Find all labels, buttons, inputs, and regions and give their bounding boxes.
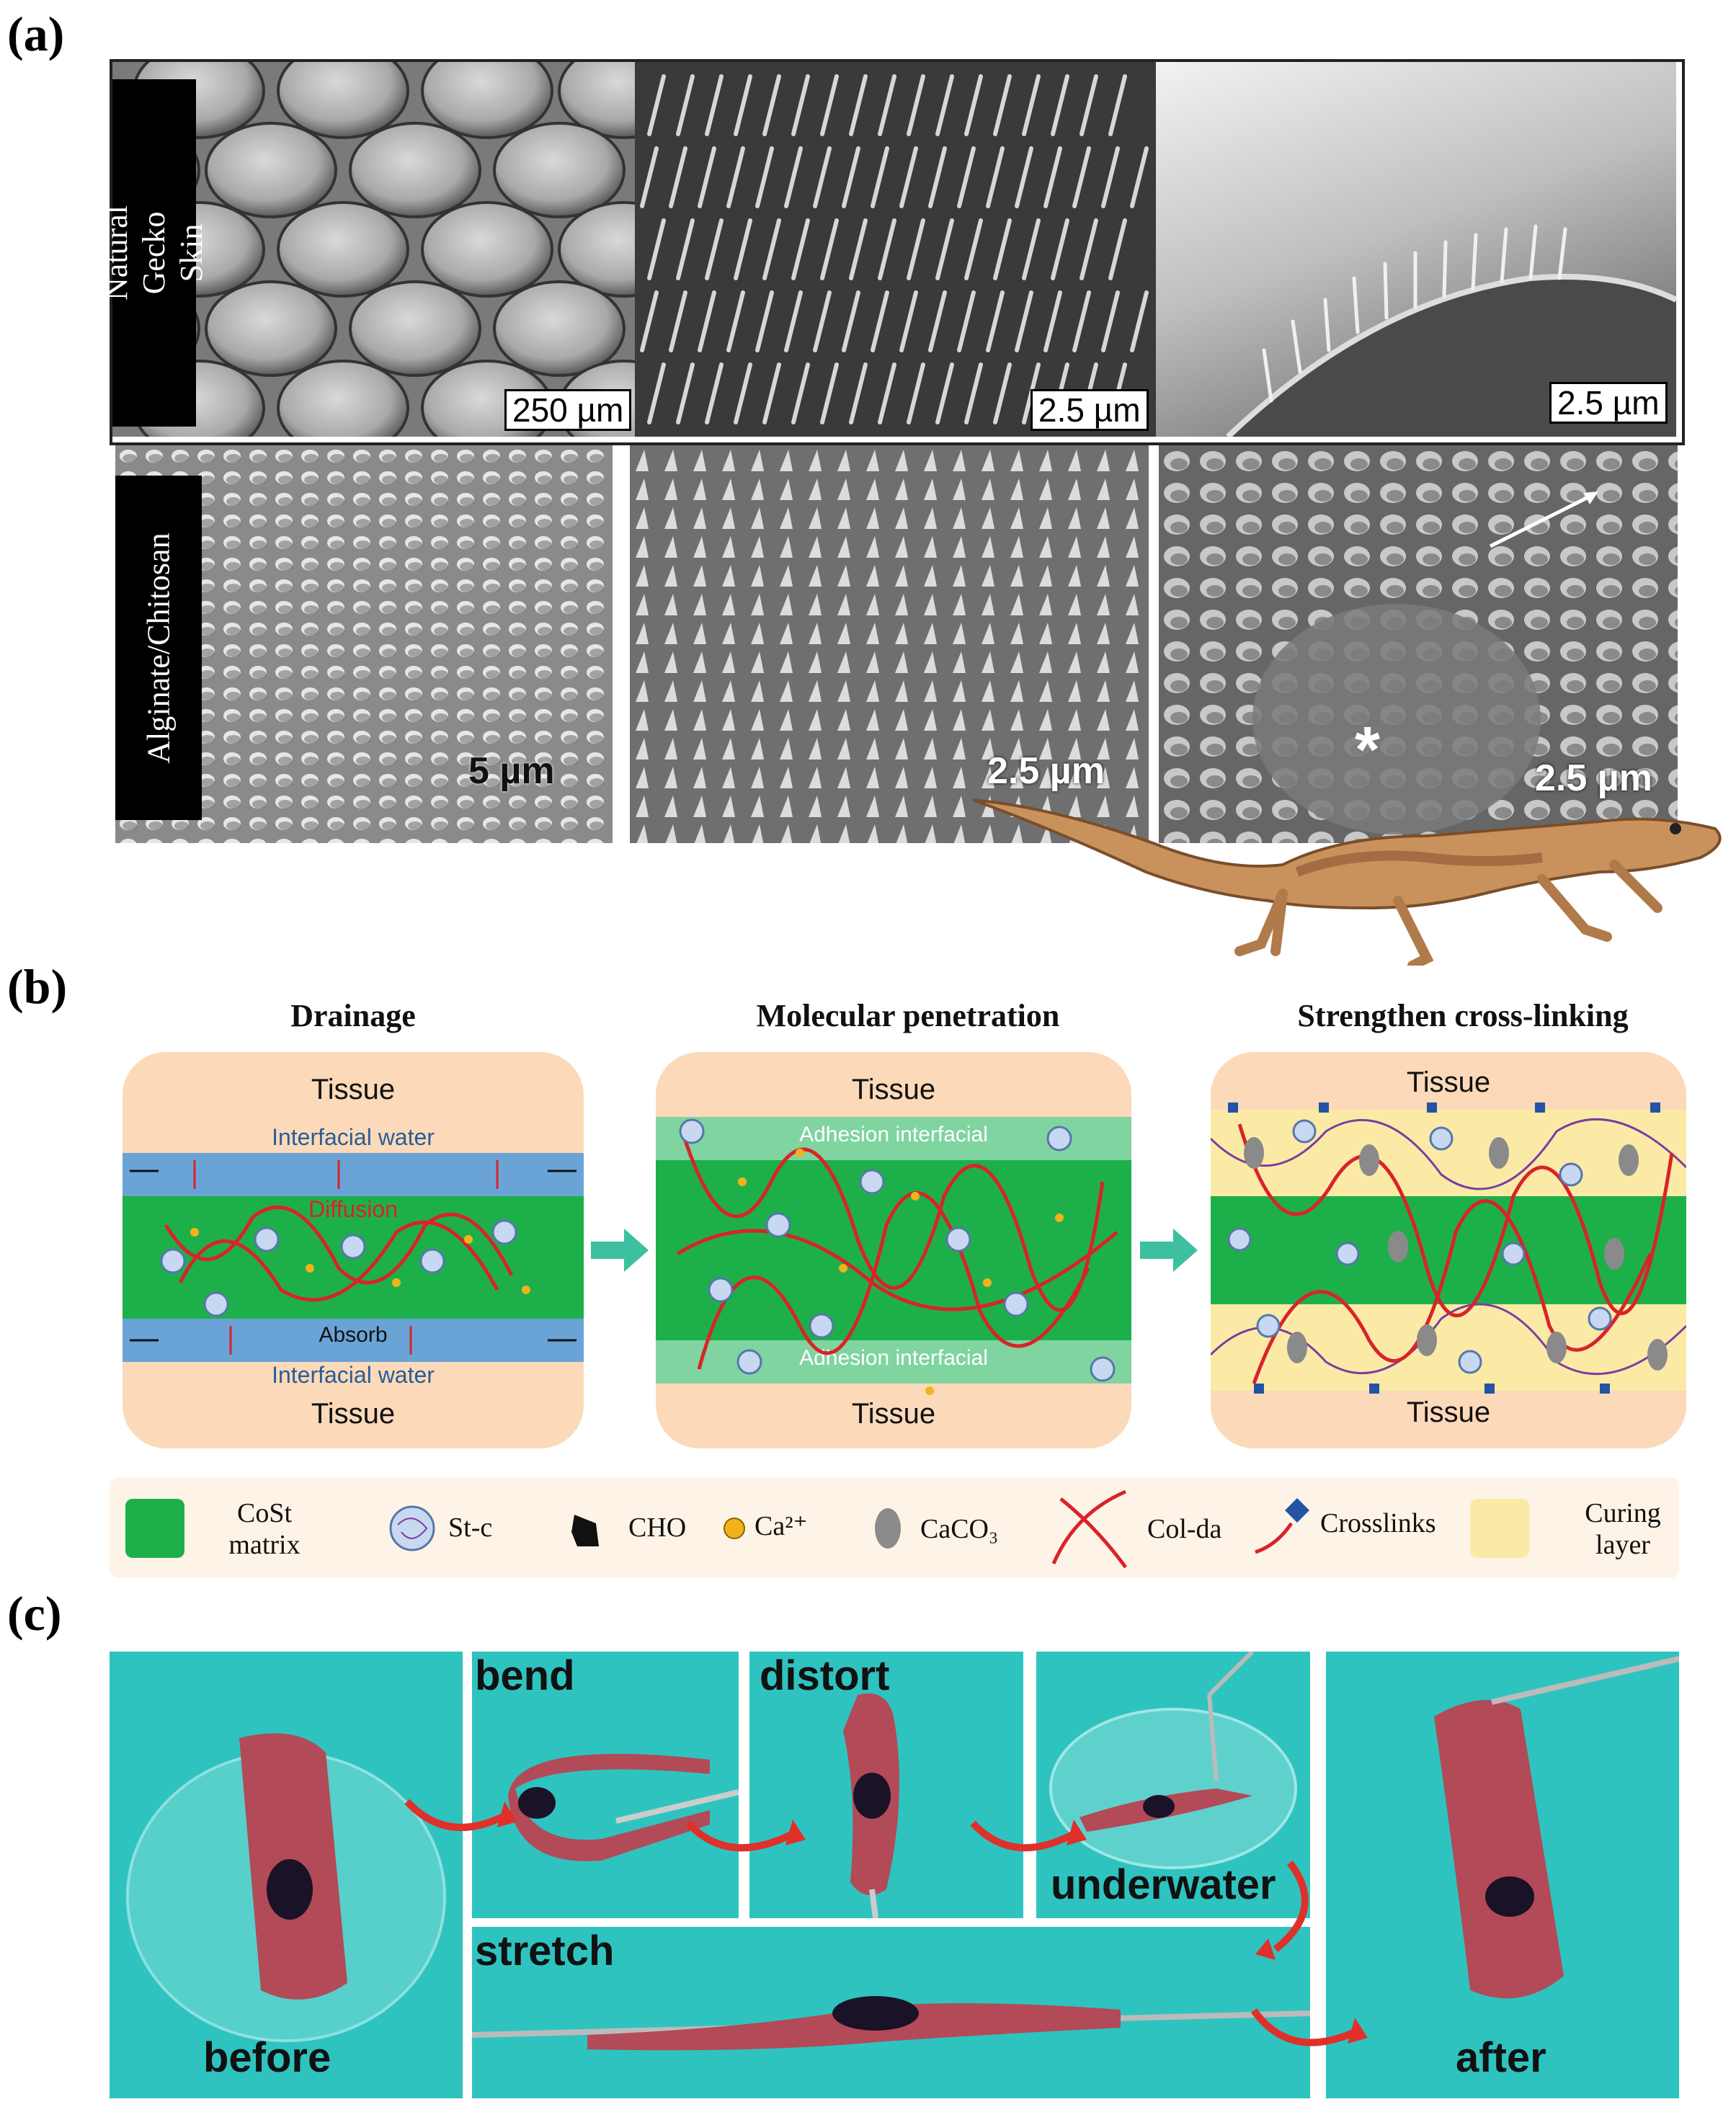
asterisk-marker: *: [1355, 714, 1381, 786]
adhesion-interfacial-bottom-label: Adhesion interfacial: [799, 1346, 988, 1370]
panel-c-letter: (c): [7, 1586, 62, 1641]
label-distort: distort: [760, 1652, 890, 1699]
photo-after: after: [1326, 1652, 1679, 2098]
legend-label-caco3: CaCO₃: [920, 1514, 999, 1544]
tissue-label-top: Tissue: [1406, 1066, 1491, 1098]
gecko-image: [966, 764, 1730, 971]
sem-alginate-chitosan-surface: [1159, 445, 1678, 843]
scale-bar: 250 µm: [504, 389, 632, 431]
sem-gecko-setae: [635, 62, 1156, 437]
step-title-drainage: Drainage: [290, 998, 416, 1033]
tissue-label-bottom: Tissue: [851, 1398, 936, 1430]
legend-label-cho: CHO: [628, 1513, 687, 1543]
legend-icon-crosslinks: [1255, 1498, 1309, 1554]
pointer-arrow: [1489, 494, 1593, 548]
tissue-label-top: Tissue: [851, 1074, 936, 1105]
diffusion-label: Diffusion: [308, 1196, 398, 1222]
tissue-sample-bend: [508, 1753, 739, 1861]
tissue-sample-after: [1434, 1656, 1679, 1999]
adhesion-interfacial-bottom: [656, 1340, 1131, 1384]
panel-b-letter: (b): [7, 959, 68, 1014]
step-title-strengthen-cross-linking: Strengthen cross-linking: [1297, 998, 1629, 1033]
legend-swatch-curing-layer: [1470, 1499, 1529, 1558]
scale-bar: 2.5 µm: [1549, 382, 1668, 424]
step-title-molecular-penetration: Molecular penetration: [756, 998, 1060, 1033]
scale-bar: 2.5 µm: [987, 750, 1105, 792]
gecko-drawing: [972, 798, 1722, 971]
legend-icon-col-da: [1051, 1489, 1128, 1569]
costs-matrix-band: [656, 1160, 1131, 1340]
legend-icon-st-c: [389, 1505, 435, 1551]
sem-alginate-chitosan-setae: [630, 445, 1149, 843]
sem-gecko-cross-section: [1156, 62, 1676, 437]
cross-section-texture: [1226, 224, 1676, 437]
legend-label-ca2: Ca²⁺: [755, 1511, 808, 1541]
crosslink-overlay: [1211, 1102, 1686, 1394]
label-bend: bend: [475, 1652, 575, 1699]
tissue-sample-before: [126, 1733, 446, 2042]
legend: CoSt matrix St-c CHO Ca²⁺ CaCO₃ Col-da C…: [110, 1477, 1679, 1578]
row-label-alginate-chitosan: Alginate/Chitosan: [115, 476, 202, 820]
scale-bar: 2.5 µm: [1031, 389, 1149, 431]
adhesion-interfacial-top-label: Adhesion interfacial: [799, 1123, 988, 1146]
penetration-overlay: [676, 1118, 1118, 1395]
tissue-sample-underwater: [1049, 1652, 1297, 1869]
legend-label-costs-matrix: CoSt matrix: [228, 1498, 301, 1560]
tissue-sample-stretch: [472, 1996, 1310, 2051]
legend-icon-ca2: [724, 1518, 745, 1539]
tissue-label-bottom: Tissue: [311, 1398, 396, 1430]
photo-stretch: stretch: [472, 1927, 1310, 2098]
setae-replica-texture: [630, 445, 1149, 843]
photo-underwater: underwater: [1036, 1652, 1310, 1918]
molecular-penetration-diagram: Tissue Adhesion interfacial Adhesion int…: [656, 1052, 1131, 1448]
legend-icon-cho: [571, 1515, 599, 1546]
label-stretch: stretch: [475, 1928, 615, 1974]
interfacial-water-bottom-label: Interfacial water: [272, 1362, 435, 1388]
scale-bar: 2.5 µm: [1535, 757, 1652, 799]
gecko-sem-row: [110, 59, 1685, 445]
tissue-label-top: Tissue: [311, 1074, 396, 1105]
photo-bend: bend: [472, 1652, 739, 1918]
tissue-sample-distort: [843, 1693, 899, 1918]
label-before: before: [203, 2034, 331, 2081]
curing-layer-top: [1211, 1110, 1686, 1196]
scale-bar: 5 µm: [468, 750, 555, 792]
row-label-natural-gecko-skin: Natural Gecko Skin: [99, 79, 209, 427]
drainage-overlay: [130, 1160, 577, 1355]
legend-label-curing-layer: Curing layer: [1585, 1498, 1661, 1560]
label-underwater: underwater: [1051, 1861, 1276, 1908]
setae-texture: [640, 74, 1149, 424]
legend-icon-caco3: [875, 1508, 901, 1549]
legend-label-col-da: Col-da: [1147, 1514, 1222, 1544]
strengthen-cross-linking-diagram: Tissue Tissue: [1211, 1052, 1686, 1448]
photo-distort: distort: [749, 1652, 1023, 1918]
step-arrow-1: [591, 1229, 649, 1272]
surface-texture: [1159, 445, 1678, 843]
panel-a-letter: (a): [7, 6, 65, 61]
drainage-diagram: Tissue Interfacial water Diffusion Absor…: [123, 1052, 584, 1448]
tissue-label-bottom: Tissue: [1406, 1396, 1491, 1428]
legend-label-crosslinks: Crosslinks: [1320, 1508, 1436, 1538]
photo-before: before: [110, 1652, 463, 2098]
legend-swatch-costs-matrix: [125, 1499, 184, 1558]
label-after: after: [1456, 2034, 1546, 2081]
step-arrow-2: [1140, 1229, 1198, 1272]
legend-label-st-c: St-c: [448, 1513, 493, 1543]
absorb-label: Absorb: [319, 1323, 388, 1347]
interfacial-water-top: [123, 1153, 584, 1196]
interfacial-water-bottom: [123, 1319, 584, 1362]
interfacial-water-top-label: Interfacial water: [272, 1124, 435, 1150]
